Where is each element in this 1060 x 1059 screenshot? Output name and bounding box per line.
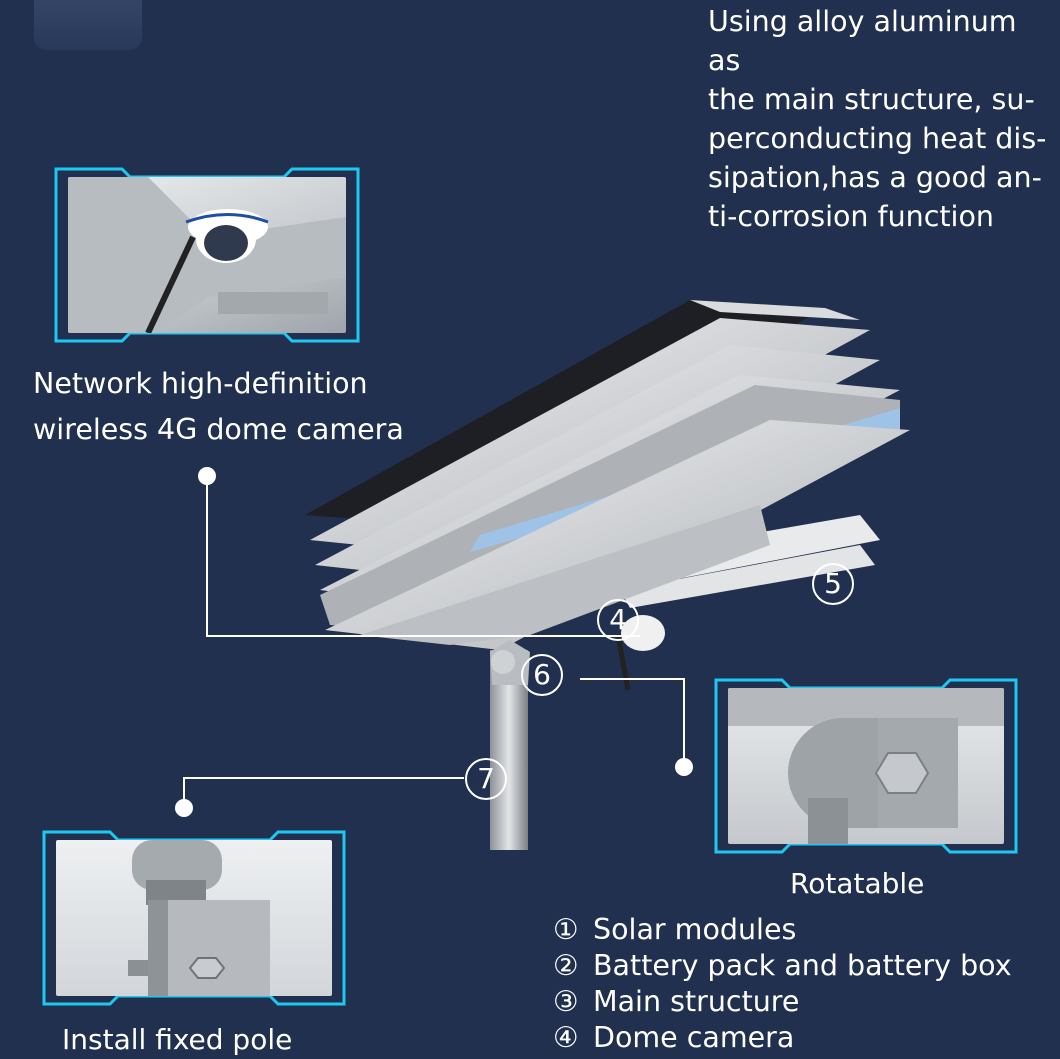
legend-number: ④ [553,1021,579,1054]
legend-number: ① [553,913,579,946]
structure-caption-line: ti-corrosion function [708,200,994,233]
callout-dot-camera [198,467,216,485]
structure-caption-line: Using alloy aluminum as [708,5,1017,77]
callout-dot-pole [175,799,193,817]
marker-bracket: 6 [521,654,563,696]
legend-label: Solar modules [593,913,797,946]
marker-led-module: 5 [812,563,854,605]
bracket-illustration [728,688,1004,844]
marker-pole: 7 [465,758,507,800]
pole-illustration [128,840,270,996]
rotatable-photo-frame [712,676,1020,856]
camera-caption: Network high-definition wireless 4G dome… [33,361,413,453]
install-caption: Install fixed pole [62,1023,293,1056]
legend-label: Main structure [593,985,800,1018]
legend-item: ① Solar modules [553,912,1012,948]
rotatable-caption: Rotatable [790,867,925,900]
street-light-exploded-view [305,300,910,850]
structure-caption-line: the main structure, su- [708,83,1035,116]
legend-item: ② Battery pack and battery box [553,948,1012,984]
pole-photo-frame [40,828,348,1008]
component-legend: ① Solar modules ② Battery pack and battery… [553,912,1012,1056]
legend-item: ③ Main structure [553,984,1012,1020]
rotatable-photo [728,688,1004,844]
pole-photo [56,840,332,996]
camera-caption-line: Network high-definition [33,367,368,400]
legend-label: Dome camera [593,1021,795,1054]
legend-item: ④ Dome camera [553,1020,1012,1056]
camera-caption-line: wireless 4G dome camera [33,413,404,446]
callout-dot-rotatable [675,758,693,776]
legend-label: Battery pack and battery box [593,949,1012,982]
legend-number: ② [553,949,579,982]
structure-caption-line: perconducting heat dis- [708,122,1047,155]
marker-dome-camera: 4 [597,599,639,641]
legend-number: ③ [553,985,579,1018]
dome-camera-illustration [68,177,346,333]
structure-caption-line: sipation,has a good an- [708,161,1042,194]
structure-caption: Using alloy aluminum as the main structu… [708,2,1053,236]
camera-photo-frame [52,165,362,345]
product-fragment [34,0,142,50]
camera-photo [68,177,346,333]
